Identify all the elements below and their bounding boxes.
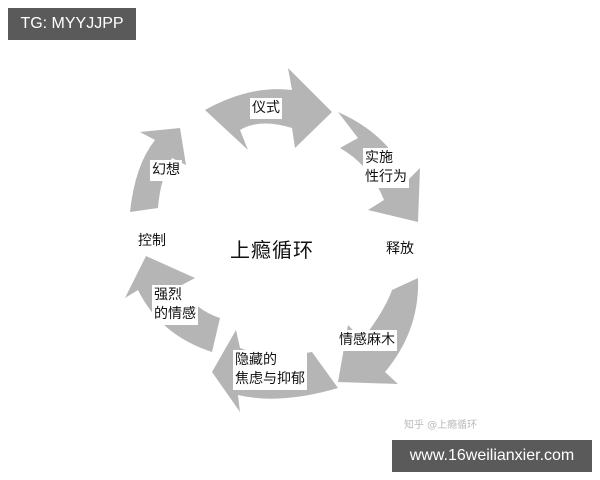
stage-label-act: 实施 性行为 <box>363 148 409 188</box>
stage-label-ritual: 仪式 <box>250 98 282 119</box>
site-tag: www.16weilianxier.com <box>392 440 592 472</box>
watermark-tag: TG: MYYJJPP <box>8 8 136 40</box>
stage-label-release: 释放 <box>386 241 414 257</box>
stage-label-anxiety: 隐藏的 焦虑与抑郁 <box>233 350 307 390</box>
source-watermark: 知乎 @上瘾循环 <box>404 420 478 431</box>
stage-label-fantasy: 幻想 <box>150 160 182 181</box>
stage-label-control: 控制 <box>138 233 166 249</box>
diagram-title: 上瘾循环 <box>230 238 314 262</box>
stage-label-numbness: 情感麻木 <box>337 330 397 351</box>
stage-label-emotion: 强烈 的情感 <box>152 285 198 325</box>
